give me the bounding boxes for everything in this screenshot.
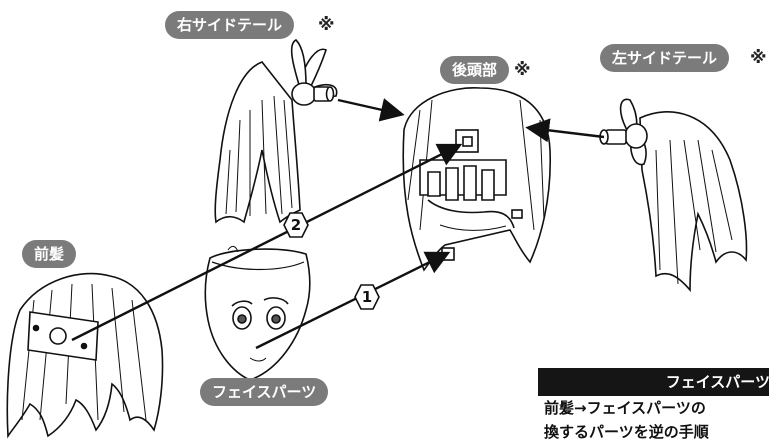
assembly-arrows bbox=[71, 98, 605, 350]
step-marker-1: 1 bbox=[354, 284, 380, 310]
label-back-head: 後頭部 bbox=[440, 56, 510, 84]
arrow-step-1 bbox=[255, 251, 451, 350]
hexagon-icon bbox=[354, 284, 380, 310]
face-parts-illustration bbox=[204, 245, 311, 381]
step-marker-2: 2 bbox=[283, 212, 309, 238]
label-bangs: 前髪 bbox=[22, 240, 77, 268]
left-side-tail-illustration bbox=[599, 98, 748, 293]
back-head-illustration bbox=[402, 87, 552, 272]
label-face-parts: フェイスパーツ bbox=[200, 378, 329, 406]
arrow-step-2 bbox=[71, 143, 463, 342]
asterisk-right-side-tail: ※ bbox=[318, 15, 335, 35]
note-line-2: 換するパーツを逆の手順 bbox=[544, 423, 709, 441]
right-side-tail-illustration bbox=[214, 39, 338, 224]
note-line-1: 前髪→フェイスパーツの bbox=[544, 399, 706, 417]
asterisk-back-head: ※ bbox=[514, 60, 531, 80]
arrow-right-tail-to-back bbox=[337, 98, 405, 122]
note-title: フェイスパーツ bbox=[538, 368, 769, 396]
hexagon-icon bbox=[283, 212, 309, 238]
bangs-illustration bbox=[6, 272, 164, 439]
arrow-left-tail-to-back bbox=[525, 118, 605, 143]
label-left-side-tail: 左サイドテール bbox=[600, 44, 730, 72]
asterisk-left-side-tail: ※ bbox=[750, 48, 767, 68]
face-parts-note: フェイスパーツ 前髪→フェイスパーツの 換するパーツを逆の手順 bbox=[538, 368, 769, 448]
label-right-side-tail: 右サイドテール bbox=[165, 11, 295, 39]
